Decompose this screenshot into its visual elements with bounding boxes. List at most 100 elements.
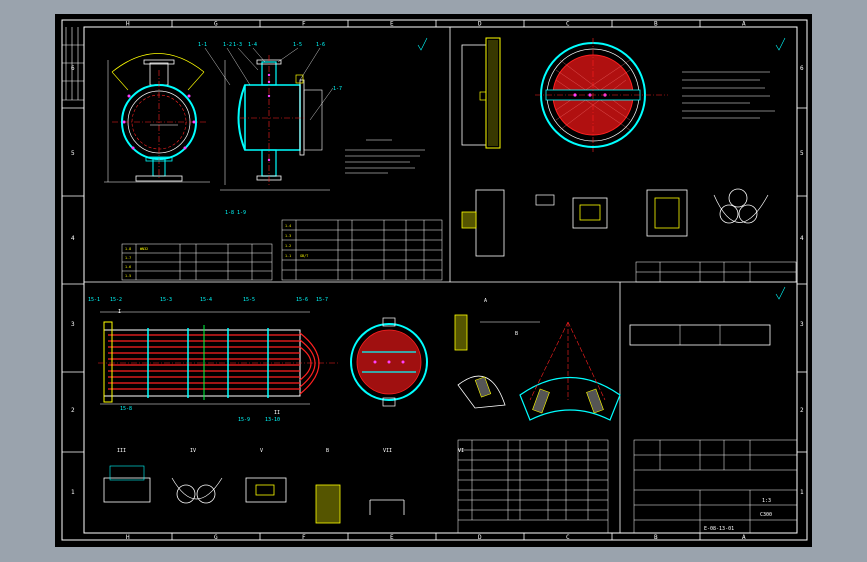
project-code: E-08-13-01	[704, 526, 734, 532]
top-letter: F	[302, 21, 306, 28]
callout-label: 15-6	[296, 297, 308, 303]
bottom-letter: C	[566, 534, 570, 541]
tubesheet-side	[461, 37, 501, 149]
section-mark: B	[515, 331, 518, 337]
bottom-letter: F	[302, 534, 306, 541]
parts-table-top-left	[121, 219, 443, 281]
callout-label: 1-8	[225, 210, 234, 216]
zone-ticks	[62, 20, 807, 540]
title-block-text: 1:3 C300 E-08-13-01	[704, 498, 772, 532]
side-number: 6	[71, 65, 75, 72]
section-mark: B	[326, 448, 329, 454]
side-number: 4	[71, 235, 75, 242]
bottom-letter: E	[390, 534, 394, 541]
callout-label: 15-8	[120, 406, 132, 412]
detail-views-top	[461, 188, 769, 257]
callout-label: 15-5	[243, 297, 255, 303]
section-mark: VII	[383, 448, 392, 454]
leader-lines	[204, 47, 334, 121]
bottom-section-marks: B VII III IV V VI	[117, 448, 464, 454]
callout-label: 15-4	[200, 297, 212, 303]
section-letters: A B I II	[118, 298, 518, 416]
top-letter: A	[742, 21, 746, 28]
zone-letters: H G F E D C B A H G F E D C B A 6 5 4 3 …	[71, 21, 804, 542]
drawing-sheet	[55, 14, 812, 547]
svg-text:1-7: 1-7	[125, 256, 131, 260]
side-number: 1	[71, 489, 75, 496]
bottom-letter: D	[478, 534, 482, 541]
bottom-letter: B	[654, 534, 658, 541]
tube-bundle-view	[98, 311, 340, 405]
side-number: 2	[71, 407, 75, 414]
side-number: 6	[800, 65, 804, 72]
callout-label: 1-5	[293, 42, 302, 48]
callout-label: 1-7	[333, 86, 342, 92]
callout-label: 15-7	[316, 297, 328, 303]
svg-text:GB/T: GB/T	[300, 254, 308, 258]
section-mark: V	[260, 448, 263, 454]
side-number: 5	[71, 150, 75, 157]
channel-side-view	[220, 55, 330, 191]
callout-label: 15-9	[238, 417, 250, 423]
tech-notes	[345, 139, 425, 174]
top-left-callouts: 1-1 1-2 1-3 1-4 1-5 1-6 1-7 1-8 1-9	[198, 42, 342, 216]
top-letter: B	[654, 21, 658, 28]
roughness-symbol-icon	[417, 37, 786, 300]
middle-details	[454, 314, 771, 421]
top-letter: G	[214, 21, 218, 28]
callout-label: 1-6	[316, 42, 325, 48]
top-letter: H	[126, 21, 130, 28]
scale-value: 1:3	[762, 498, 771, 504]
callout-label: 1-3	[233, 42, 242, 48]
drawing-number: C300	[760, 512, 772, 518]
svg-text:1-6: 1-6	[125, 265, 131, 269]
bundle-cross-section	[350, 317, 428, 407]
right-notes	[682, 71, 775, 119]
side-number: 1	[800, 489, 804, 496]
outer-frame	[61, 19, 808, 541]
callout-label: 13-10	[265, 417, 280, 423]
bottom-details	[103, 465, 405, 524]
section-mark: A	[484, 298, 487, 304]
svg-text:1-4: 1-4	[285, 224, 291, 228]
revision-strip	[62, 27, 84, 101]
svg-text:WN32: WN32	[140, 247, 148, 251]
tubesheet-view	[535, 38, 668, 152]
section-mark: I	[118, 309, 121, 315]
tubesheet-title-row	[635, 261, 797, 283]
section-mark: III	[117, 448, 126, 454]
shell-end-view	[104, 53, 210, 183]
parts-table-bottom	[457, 439, 609, 534]
inner-frame	[83, 26, 798, 534]
bottom-letter: H	[126, 534, 130, 541]
section-mark: II	[274, 410, 280, 416]
top-letter: D	[478, 21, 482, 28]
svg-text:1-1: 1-1	[285, 254, 291, 258]
callout-label: 1-1	[198, 42, 207, 48]
bottom-letter: A	[742, 534, 746, 541]
section-mark: IV	[190, 448, 196, 454]
svg-text:1-3: 1-3	[285, 234, 291, 238]
bundle-callouts: 15-1 15-2 15-3 15-4 15-5 15-6 15-7 15-8 …	[88, 297, 328, 423]
svg-text:1-8: 1-8	[125, 247, 131, 251]
side-number: 4	[800, 235, 804, 242]
side-number: 2	[800, 407, 804, 414]
callout-label: 15-3	[160, 297, 172, 303]
top-letter: C	[566, 21, 570, 28]
side-number: 3	[800, 321, 804, 328]
callout-label: 15-1	[88, 297, 100, 303]
callout-label: 15-2	[110, 297, 122, 303]
top-letter: E	[390, 21, 394, 28]
side-number: 3	[71, 321, 75, 328]
section-mark: VI	[458, 448, 464, 454]
bottom-letter: G	[214, 534, 218, 541]
callout-label: 1-2	[223, 42, 232, 48]
callout-label: 1-4	[248, 42, 257, 48]
svg-text:1-2: 1-2	[285, 244, 291, 248]
callout-label: 1-9	[237, 210, 246, 216]
table-cells-yellow: 1-8 WN32 1-7 1-6 1-5 1-4 1-3 1-2 1-1 GB/T	[125, 224, 308, 278]
svg-text:1-5: 1-5	[125, 274, 131, 278]
title-block	[633, 439, 798, 534]
side-number: 5	[800, 150, 804, 157]
